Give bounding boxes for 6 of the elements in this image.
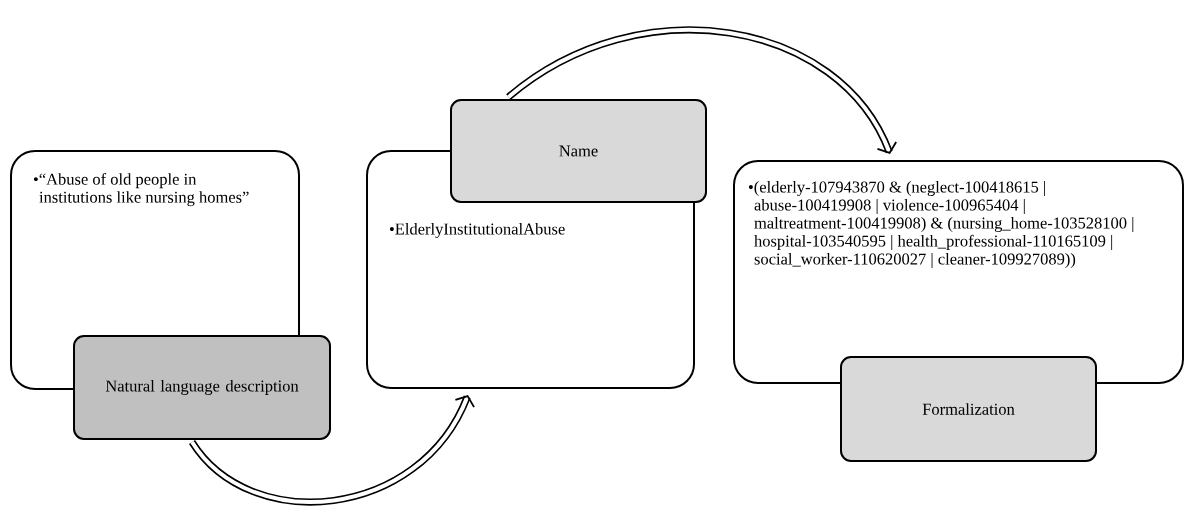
curved-arrow [189,395,475,506]
rounded-card: •(elderly-107943870 & (neglect-100418615 | abuse-100419908 | violence-100965404 | maltreatment-100419908) & (nursing_home-103528100 | hospital-103540595 | health_professional-110165109 | social_worker-110620027 | cleaner-109927089)) [733,160,1184,384]
tab-box: Name [450,99,707,203]
tab-box: Formalization [840,356,1097,462]
curved-arrow [506,26,898,154]
tab-box: Natural language description [73,335,331,440]
